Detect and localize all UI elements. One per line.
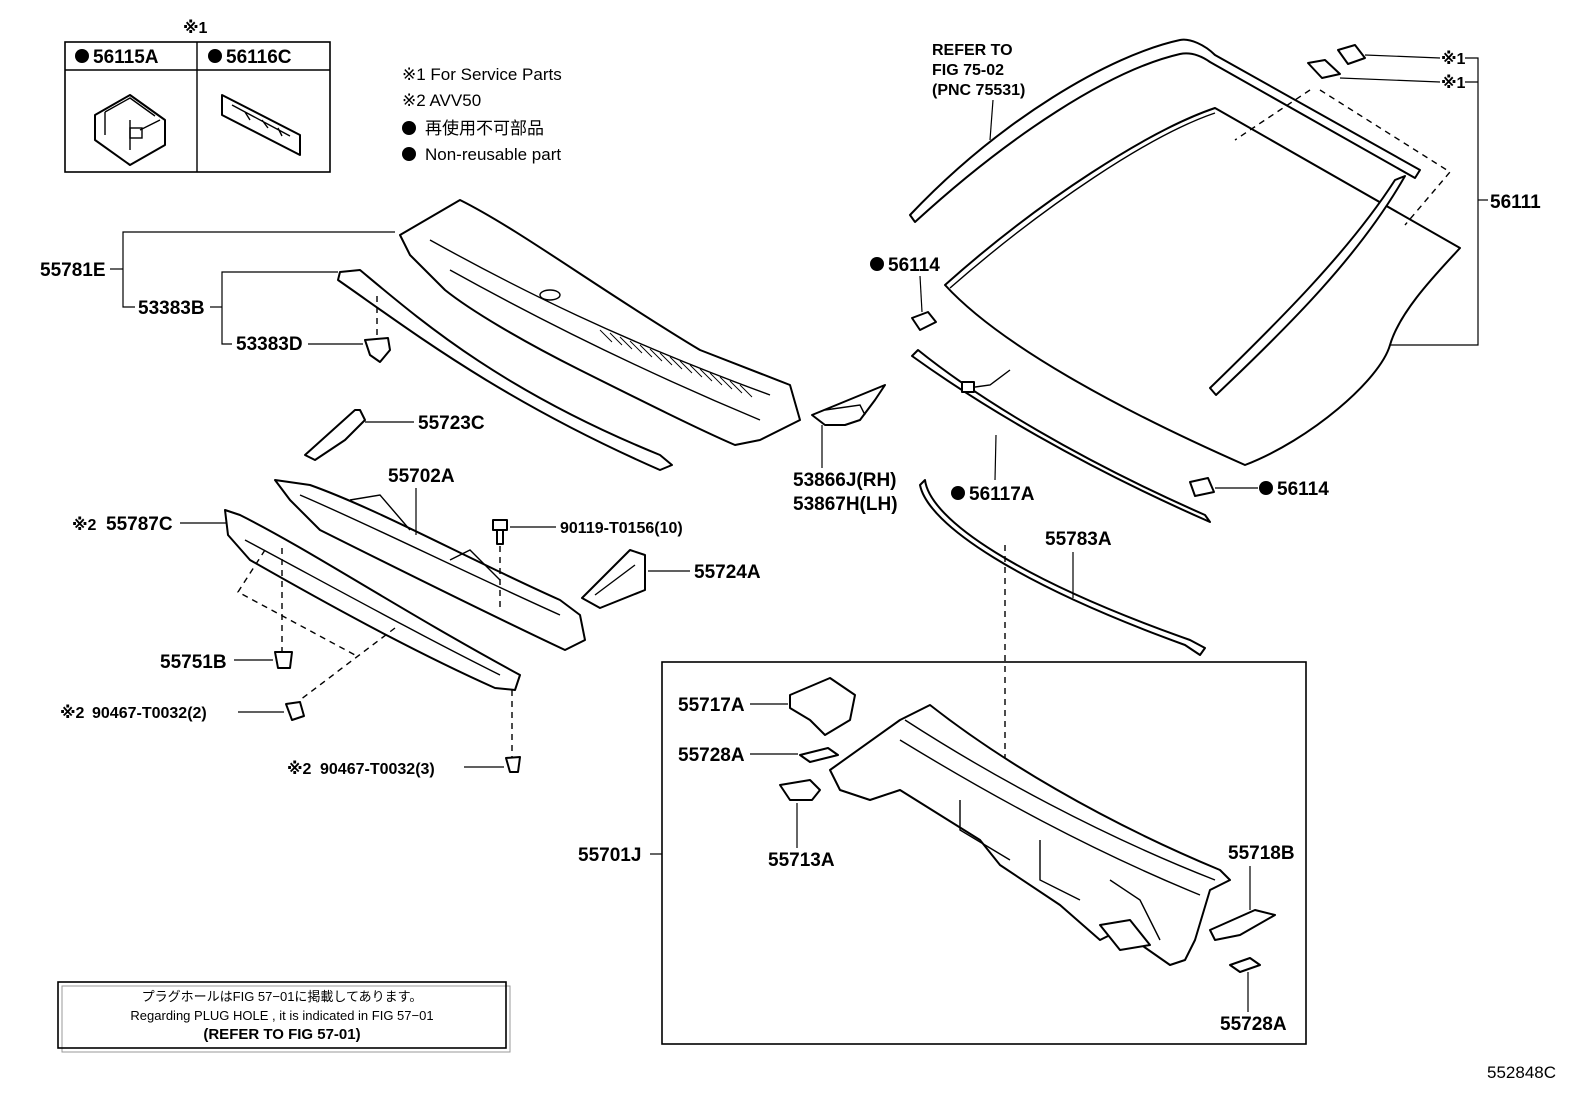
part-label-56111[interactable]: 56111 — [1490, 192, 1541, 213]
mark-service-1a: ※1 — [1441, 50, 1466, 68]
svg-text:56114: 56114 — [1277, 479, 1329, 500]
part-label-55751B[interactable]: 55751B — [160, 652, 273, 673]
refer-note: REFER TO FIG 75-02 (PNC 75531) — [932, 42, 1025, 141]
legend-box: ※1 56115A 56116C — [64, 19, 331, 173]
clip-90467-a — [285, 701, 305, 721]
note-nonreusable-jp: 再使用不可部品 — [425, 118, 544, 138]
service-clip-icons: ※1 ※1 — [1307, 44, 1488, 346]
part-label-55717A[interactable]: 55717A — [678, 695, 788, 716]
svg-text:55728A: 55728A — [1220, 1014, 1287, 1035]
svg-text:90467-T0032(3): 90467-T0032(3) — [320, 761, 435, 778]
legend-part-number: 56115A — [93, 47, 159, 68]
svg-text:55702A: 55702A — [388, 466, 455, 487]
cowl-seal-53383B — [337, 269, 673, 471]
note-nonreusable-en: Non-reusable part — [425, 145, 561, 164]
figure-code: 552848C — [1487, 1063, 1556, 1082]
part-label-90467-b[interactable]: ※2 90467-T0032(3) — [287, 760, 504, 778]
legend-header-mark: ※1 — [183, 19, 208, 37]
part-label-55702A[interactable]: 55702A — [388, 466, 455, 535]
part-label-53383D[interactable]: 53383D — [236, 334, 363, 355]
svg-text:90119-T0156(10): 90119-T0156(10) — [560, 520, 683, 537]
part-label-56117A[interactable]: 56117A — [951, 434, 1035, 505]
clip-90467-b — [505, 756, 521, 773]
svg-text:53867H(LH): 53867H(LH) — [793, 494, 898, 515]
part-label-55783A[interactable]: 55783A — [1045, 529, 1112, 598]
refer-line2: FIG 75-02 — [932, 62, 1004, 79]
cowl-top-55781E — [399, 199, 801, 446]
svg-text:55713A: 55713A — [768, 850, 835, 871]
svg-text:55728A: 55728A — [678, 745, 745, 766]
svg-text:55781E: 55781E — [40, 260, 106, 281]
panel-55787C — [224, 509, 521, 760]
grommet-55751B — [274, 651, 293, 669]
part-label-55718B[interactable]: 55718B — [1228, 843, 1295, 910]
clip-56115A-drawing — [94, 94, 166, 166]
svg-text:※2: ※2 — [72, 516, 97, 534]
plug-note-jp: プラグホールはFIG 57−01に掲載してあります。 — [142, 989, 423, 1004]
bracket-53866J — [811, 384, 886, 426]
dash-panel-box — [661, 661, 1307, 1045]
weatherstrip-55783A — [919, 479, 1206, 656]
bracket-55724A — [581, 549, 646, 609]
plug-note-en: Regarding PLUG HOLE , it is indicated in… — [130, 1008, 433, 1023]
svg-text:53383D: 53383D — [236, 334, 303, 355]
notes-block: ※1 For Service Parts ※2 AVV50 再使用不可部品 No… — [402, 65, 562, 164]
note-service-parts: ※1 For Service Parts — [402, 65, 562, 84]
svg-text:55717A: 55717A — [678, 695, 745, 716]
svg-text:55783A: 55783A — [1045, 529, 1112, 550]
svg-text:53866J(RH): 53866J(RH) — [793, 470, 897, 491]
svg-text:55751B: 55751B — [160, 652, 227, 673]
part-label-53866J[interactable]: 53866J(RH) 53867H(LH) — [793, 425, 898, 515]
svg-text:55718B: 55718B — [1228, 843, 1295, 864]
clip-56116C-drawing — [221, 94, 301, 156]
svg-text:56111: 56111 — [1490, 192, 1541, 213]
svg-text:※2: ※2 — [287, 760, 312, 778]
part-label-55724A[interactable]: 55724A — [648, 562, 761, 583]
part-label-55713A[interactable]: 55713A — [768, 803, 835, 871]
bracket-55723C — [304, 409, 366, 461]
clip-53383D — [364, 296, 391, 363]
part-label-55781E[interactable]: 55781E — [40, 231, 395, 308]
part-label-55728A-upper[interactable]: 55728A — [678, 745, 798, 766]
part-label-55723C[interactable]: 55723C — [365, 413, 485, 434]
svg-text:90467-T0032(2): 90467-T0032(2) — [92, 705, 207, 722]
part-label-90467-a[interactable]: ※2 90467-T0032(2) — [60, 704, 284, 722]
mark-service-1b: ※1 — [1441, 74, 1466, 92]
note-avv50: ※2 AVV50 — [402, 91, 481, 110]
part-label-55728A-lower[interactable]: 55728A — [1220, 972, 1287, 1035]
part-label-55701J[interactable]: 55701J — [578, 845, 662, 866]
legend-item-56115A[interactable]: 56115A — [75, 47, 159, 68]
part-label-53383B[interactable]: 53383B — [138, 271, 338, 345]
svg-text:※2: ※2 — [60, 704, 85, 722]
svg-text:56114: 56114 — [888, 255, 940, 276]
svg-text:55724A: 55724A — [694, 562, 761, 583]
svg-text:55787C: 55787C — [106, 514, 173, 535]
windshield-group — [909, 38, 1461, 523]
refer-line3: (PNC 75531) — [932, 82, 1025, 99]
refer-line1: REFER TO — [932, 42, 1013, 59]
part-label-55787C[interactable]: ※2 55787C — [72, 514, 226, 535]
plug-hole-note: プラグホールはFIG 57−01に掲載してあります。 Regarding PLU… — [57, 981, 511, 1053]
bolt-90119 — [492, 519, 508, 612]
legend-part-number: 56116C — [226, 47, 292, 68]
part-label-56114-upper[interactable]: 56114 — [870, 255, 940, 331]
svg-text:53383B: 53383B — [138, 298, 205, 319]
panel-55702A — [274, 479, 586, 651]
svg-text:56117A: 56117A — [969, 484, 1035, 505]
svg-text:55701J: 55701J — [578, 845, 641, 866]
plug-note-ref: (REFER TO FIG 57-01) — [203, 1026, 360, 1043]
part-label-90119[interactable]: 90119-T0156(10) — [510, 520, 683, 537]
svg-text:55723C: 55723C — [418, 413, 485, 434]
legend-item-56116C[interactable]: 56116C — [208, 47, 292, 68]
part-label-56114-lower[interactable]: 56114 — [1189, 477, 1329, 500]
